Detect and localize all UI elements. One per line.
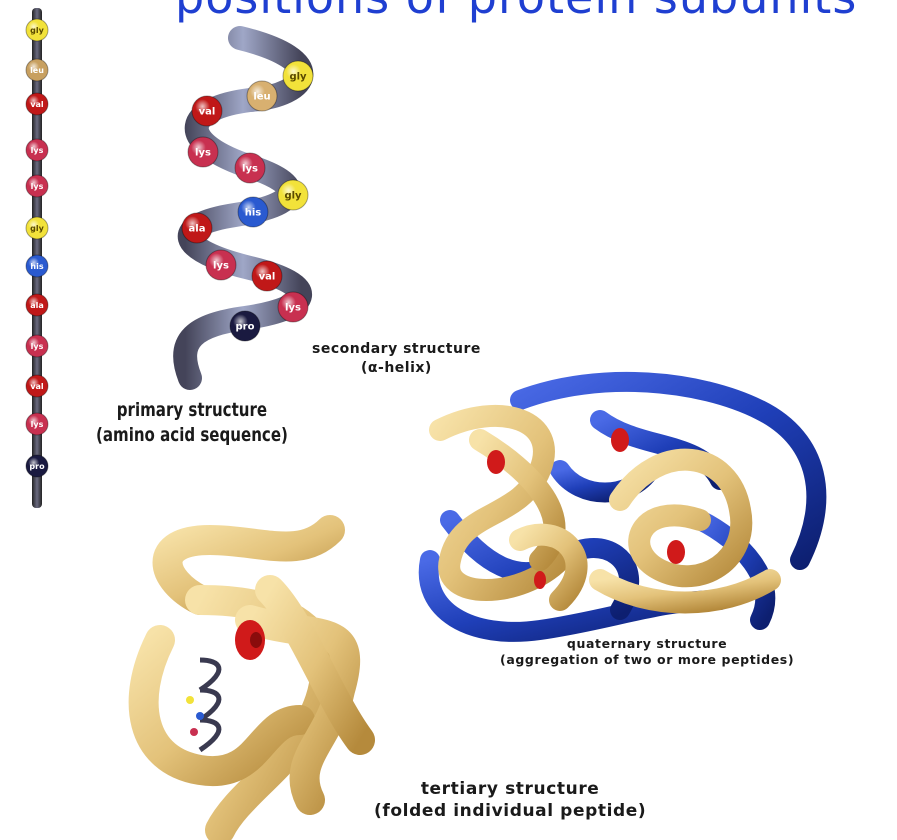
residue-label: gly — [284, 191, 302, 202]
residue-label: val — [199, 107, 216, 118]
residue-val: val — [252, 261, 282, 291]
residue-label: val — [30, 100, 44, 109]
quaternary-structure-model — [429, 382, 817, 632]
residue-label: lys — [31, 182, 44, 191]
tertiary-residue-dot — [186, 696, 194, 704]
residue-label: pro — [236, 322, 255, 333]
residue-label: lys — [213, 261, 229, 272]
tertiary-structure-caption: tertiary structure (folded individual pe… — [374, 778, 646, 822]
tertiary-residue-dot — [196, 712, 204, 720]
primary-structure-title: primary structure — [96, 398, 288, 423]
residue-pro: pro — [230, 311, 260, 341]
tertiary-structure-title: tertiary structure — [374, 778, 646, 800]
heme-group-icon — [235, 620, 265, 660]
residue-label: his — [245, 208, 262, 219]
residue-gly: gly — [26, 217, 48, 239]
residue-label: ala — [30, 301, 44, 310]
residue-label: lys — [285, 303, 301, 314]
residue-label: gly — [30, 26, 44, 35]
residue-label: his — [30, 262, 43, 271]
residue-label: gly — [30, 224, 44, 233]
secondary-structure-helix: gly leu val lys lys gly his ala lys val lys pro — [182, 38, 313, 378]
residue-label: gly — [289, 72, 307, 83]
residue-ala: ala — [26, 294, 48, 316]
residue-leu: leu — [247, 81, 277, 111]
quaternary-structure-title: quaternary structure — [500, 636, 794, 652]
residue-his: his — [238, 197, 268, 227]
residue-pro: pro — [26, 455, 48, 477]
quaternary-structure-subtitle: (aggregation of two or more peptides) — [500, 652, 794, 668]
residue-lys: lys — [188, 137, 218, 167]
residue-label: lys — [31, 342, 44, 351]
residue-label: leu — [30, 66, 44, 75]
tertiary-residue-dot — [190, 728, 198, 736]
residue-leu: leu — [26, 59, 48, 81]
residue-label: lys — [31, 146, 44, 155]
residue-ala: ala — [182, 213, 212, 243]
residue-lys: lys — [235, 153, 265, 183]
residue-lys: lys — [26, 139, 48, 161]
tertiary-structure-model — [144, 530, 360, 830]
residue-val: val — [192, 96, 222, 126]
residue-label: lys — [31, 420, 44, 429]
residue-lys: lys — [26, 175, 48, 197]
quaternary-structure-caption: quaternary structure (aggregation of two… — [500, 636, 794, 668]
gold-subunits — [440, 416, 770, 603]
secondary-structure-caption: secondary structure (α-helix) — [312, 340, 481, 378]
residue-lys: lys — [206, 250, 236, 280]
residue-val: val — [26, 375, 48, 397]
residue-label: lys — [195, 148, 211, 159]
residue-gly: gly — [278, 180, 308, 210]
primary-structure-chain: gly leu val lys lys gly his ala lys val lys pro — [26, 8, 48, 508]
tertiary-structure-subtitle: (folded individual peptide) — [374, 800, 646, 822]
residue-label: ala — [189, 224, 206, 235]
residue-label: pro — [29, 462, 45, 471]
residue-gly: gly — [283, 61, 313, 91]
residue-label: val — [259, 272, 276, 283]
residue-lys: lys — [26, 413, 48, 435]
residue-lys: lys — [278, 292, 308, 322]
secondary-structure-title: secondary structure — [312, 340, 481, 359]
residue-label: lys — [242, 164, 258, 175]
residue-label: val — [30, 382, 44, 391]
primary-structure-subtitle: (amino acid sequence) — [96, 423, 288, 448]
primary-structure-caption: primary structure (amino acid sequence) — [96, 398, 288, 448]
residue-val: val — [26, 93, 48, 115]
residue-lys: lys — [26, 335, 48, 357]
tertiary-helix-ribbon — [200, 660, 219, 750]
residue-label: leu — [253, 92, 270, 103]
residue-gly: gly — [26, 19, 48, 41]
secondary-structure-subtitle: (α-helix) — [312, 359, 481, 378]
residue-his: his — [26, 255, 48, 277]
